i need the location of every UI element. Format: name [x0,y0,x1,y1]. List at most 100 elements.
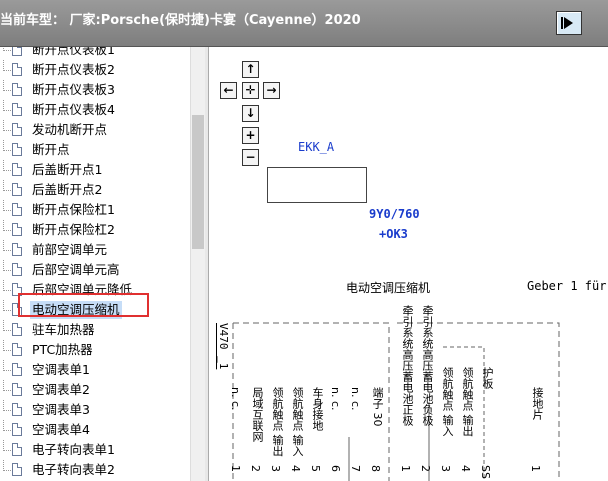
document-icon [12,47,22,56]
tree-item[interactable]: 断开点保险杠1 [0,200,190,220]
tree-item[interactable]: 前部空调单元 [0,240,190,260]
tree-scrollbar[interactable] [190,47,206,481]
pin-label: 领航触点 输入 [441,367,454,437]
pin-number: 2 [249,465,262,472]
zoom-in-button[interactable]: + [242,127,259,144]
tree-branch-line [3,420,13,431]
tree-item[interactable]: 断开点保险杠2 [0,220,190,240]
tree-item-label: 后盖断开点2 [32,182,103,197]
pin-label: 牵引系统高压蓄电池负极 [421,305,434,426]
pin-number: 4 [459,465,472,472]
scrollbar-thumb[interactable] [192,115,204,249]
toggle-bar-icon [561,17,563,29]
pin-number: 1 [529,465,542,472]
document-icon [12,403,22,416]
tree-branch-line [3,60,13,71]
pan-up-button[interactable]: ↑ [242,61,259,78]
document-icon [12,183,22,196]
tree-item[interactable]: 空调表单1 [0,360,190,380]
pin-label: 护板 [481,367,494,389]
document-icon [12,83,22,96]
tree-item[interactable]: 发动机断开点 [0,120,190,140]
tree-branch-line [3,120,13,131]
pan-right-button[interactable]: → [263,82,280,99]
pin-number: 8 [369,465,382,472]
tree-branch-line [3,260,13,271]
document-icon [12,103,22,116]
tree-item[interactable]: 空调表单4 [0,420,190,440]
tree-item[interactable]: 后部空调单元高 [0,260,190,280]
tree-branch-line [3,460,13,471]
tree-item-label: 断开点仪表板4 [32,102,115,117]
pin-number: 4 [289,465,302,472]
tree-item[interactable]: 空调表单2 [0,380,190,400]
component-title: 电动空调压缩机 [346,281,431,295]
document-icon [12,283,22,296]
tree-item-label: 断开点 [32,142,70,157]
tree-item-label: 空调表单3 [32,402,90,417]
tree-item[interactable]: 断开点 [0,140,190,160]
tree-item-label: 空调表单2 [32,382,90,397]
document-icon [12,223,22,236]
tree-branch-line [3,180,13,191]
tree-item-label: 电子转向表单2 [32,462,115,477]
tree-item[interactable]: 后盖断开点2 [0,180,190,200]
pan-center-button[interactable]: ✛ [242,82,259,99]
tree-branch-line [3,220,13,231]
tree-item-label: 空调表单4 [32,422,90,437]
tree-item-label: 断开点保险杠1 [32,202,115,217]
location-code-label: +OK3 [379,227,408,241]
pin-label: 牵引系统高压蓄电池正极 [401,305,414,426]
document-icon [12,363,22,376]
tree-item[interactable]: 断开点仪表板4 [0,100,190,120]
document-icon [12,343,22,356]
tree-item[interactable]: 电子转向表单2 [0,460,190,480]
tree-item-label: 断开点仪表板3 [32,82,115,97]
tree-item[interactable]: 驻车加热器 [0,320,190,340]
component-tree: 断开点仪表板1 断开点仪表板2 断开点仪表板3 断开点仪表板4 发动机断开点断开点后盖断… [0,47,190,481]
pin-label: 领航触点 输入 [291,387,304,457]
wiring-diagram-canvas[interactable]: ↑ ← ✛ → ↓ + − EKK_A 9Y0/760 +OK3 电动空调压缩机… [209,47,608,481]
tree-item-label: 电子转向表单1 [32,442,115,457]
tree-item-label: 断开点仪表板1 [32,47,115,57]
document-icon [12,323,22,336]
tree-item-label: 前部空调单元 [32,242,108,257]
tree-item[interactable]: 空调表单3 [0,400,190,420]
tree-item-label: 空调表单1 [32,362,90,377]
pin-label: n. c. [349,387,362,411]
tree-item[interactable]: PTC加热器 [0,340,190,360]
pin-label: 局域互联网 [251,387,264,442]
tree-item-label: 后盖断开点1 [32,162,103,177]
document-icon [12,423,22,436]
pin-label: 领航触点 输出 [461,367,474,437]
pan-down-button[interactable]: ↓ [242,105,259,122]
document-icon [12,163,22,176]
pin-label: 端子 30 [371,387,384,427]
tree-branch-line [3,47,13,51]
tree-branch-line [3,200,13,211]
document-icon [12,243,22,256]
tree-branch-line [3,80,13,91]
toggle-panel-button[interactable] [556,11,582,35]
panel-splitter[interactable] [205,47,209,481]
pin-label: n. c. [329,387,342,411]
part-number-label: 9Y0/760 [369,207,420,221]
tree-item-label: 后部空调单元高 [32,262,120,277]
tree-item[interactable]: 断开点仪表板3 [0,80,190,100]
pin-number: SS [479,465,492,479]
pin-number: 2 [419,465,432,472]
document-icon [12,123,22,136]
pin-number: 6 [329,465,342,472]
pin-number: 3 [269,465,282,472]
title-bar: 当前车型： 厂家:Porsche(保时捷)卡宴（Cayenne）2020 [0,0,608,47]
tree-item[interactable]: 电动空调压缩机 [0,300,190,320]
tree-item[interactable]: 电子转向表单1 [0,440,190,460]
tree-branch-line [3,300,13,311]
tree-item[interactable]: 断开点仪表板1 [0,47,190,60]
document-icon [12,263,22,276]
window-title: 当前车型： 厂家:Porsche(保时捷)卡宴（Cayenne）2020 [0,13,361,28]
pan-left-button[interactable]: ← [220,82,237,99]
zoom-out-button[interactable]: − [242,149,259,166]
tree-item[interactable]: 断开点仪表板2 [0,60,190,80]
tree-item[interactable]: 后盖断开点1 [0,160,190,180]
